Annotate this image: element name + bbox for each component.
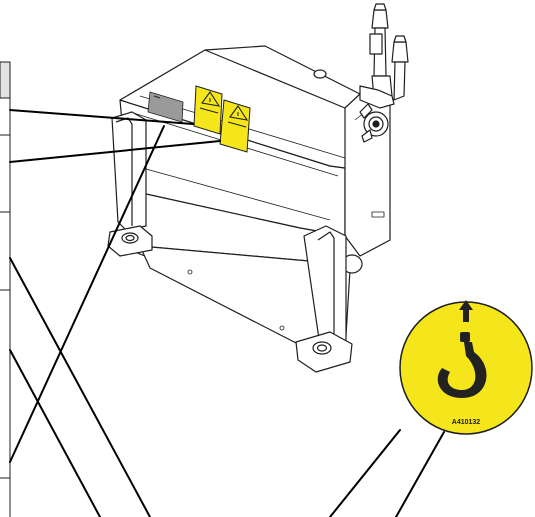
hydraulic-fittings: [313, 3, 409, 143]
front-right-leg: [295, 225, 353, 373]
up-arrow-icon: [459, 300, 473, 322]
nameplate: [147, 91, 184, 123]
legend-table-frame: [0, 61, 11, 517]
lifting-hook-icon: [437, 332, 487, 398]
part-number-label: A410132: [452, 419, 481, 426]
front-left-leg: [107, 111, 153, 257]
warning-label-right: [219, 99, 251, 153]
warning-triangle-icon: [199, 91, 221, 114]
warning-label-left: [193, 85, 223, 135]
housing-assembly: [119, 45, 391, 353]
leader-lines: [9, 109, 445, 517]
lifting-point-decal: A410132: [399, 300, 533, 435]
warning-triangle-icon: [227, 105, 249, 128]
